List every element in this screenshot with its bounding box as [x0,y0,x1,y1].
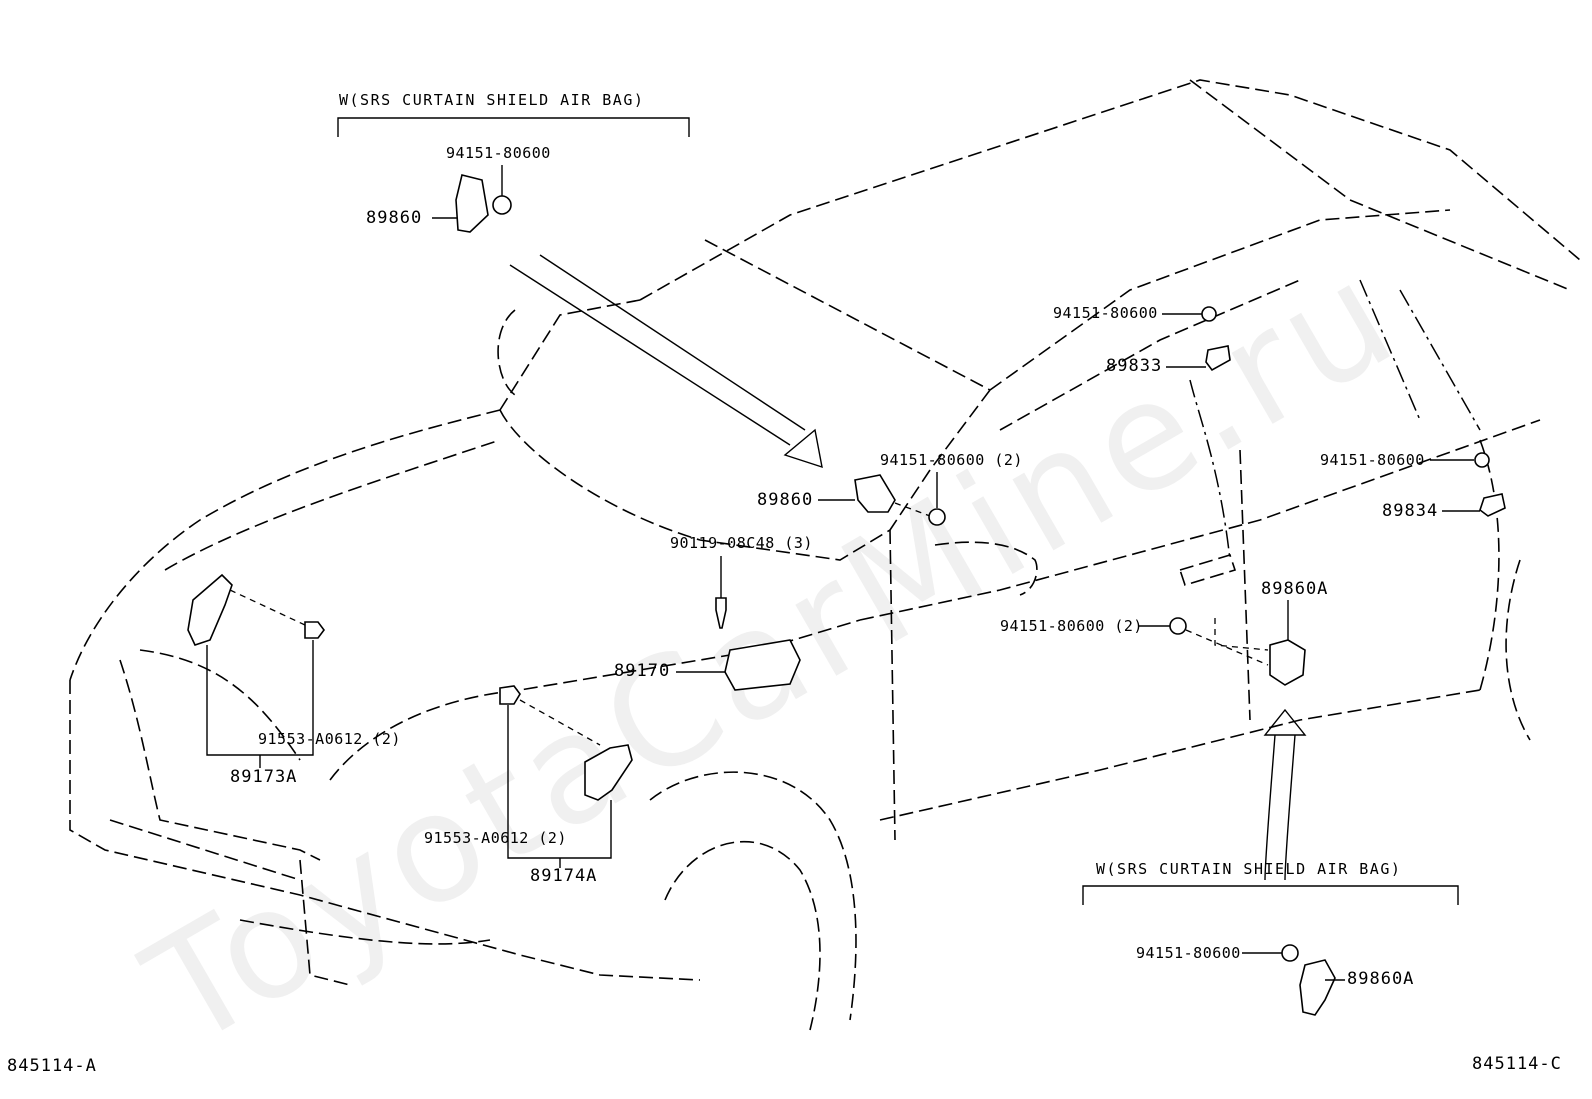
bolt-94151-inset [492,195,512,215]
sensor-89860 [854,474,896,513]
part-label-89174A: 89174A [530,866,598,886]
part-label-91553-A0612: 91553-A0612 (2) [258,730,401,748]
part-label-90119-08C48: 90119-08C48 (3) [670,534,813,552]
part-label-94151-80600: 94151-80600 [1320,451,1425,469]
sensor-89860A-side [1269,639,1306,686]
screw-91553-side [499,685,521,705]
part-label-94151-80600-2: 94151-80600 (2) [1000,617,1143,635]
part-label-89860: 89860 [366,208,423,228]
sensor-89860-inset [455,174,489,233]
sensor-89174A [584,744,633,801]
part-label-89170: 89170 [614,661,671,681]
part-label-91553-A0612: 91553-A0612 (2) [424,829,567,847]
sensor-89833 [1205,345,1231,372]
sensor-89173A [187,573,233,646]
sensor-89834 [1479,493,1506,517]
diagram-code-right: 845114-C [1472,1054,1562,1074]
diagram-code-left: 845114-A [7,1056,97,1076]
sensor-89860A-inset [1299,959,1336,1016]
top-header-bracket [337,117,690,137]
airbag-ecu-89170 [724,639,801,691]
bolt-94151-inset-bottom [1281,944,1299,962]
header-srs-top: W(SRS CURTAIN SHIELD AIR BAG) [339,91,645,109]
part-label-89860A: 89860A [1347,969,1415,989]
bolt-90119 [715,597,727,629]
part-label-89834: 89834 [1382,501,1439,521]
part-label-94151-80600: 94151-80600 [446,144,551,162]
bolt-94151-89833 [1201,306,1217,322]
part-label-94151-80600: 94151-80600 [1053,304,1158,322]
bolt-94151-89834 [1474,452,1490,468]
header-srs-bottom: W(SRS CURTAIN SHIELD AIR BAG) [1096,860,1402,878]
part-label-89860A: 89860A [1261,579,1329,599]
part-label-94151-80600-2: 94151-80600 (2) [880,451,1023,469]
bolt-94151-89860A [1169,617,1187,635]
bolt-94151-89860 [928,508,946,526]
part-label-89173A: 89173A [230,767,298,787]
part-label-89860: 89860 [757,490,814,510]
bottom-header-bracket [1082,885,1459,905]
part-label-89833: 89833 [1106,356,1163,376]
screw-91553-front [304,621,325,639]
part-label-94151-80600: 94151-80600 [1136,944,1241,962]
